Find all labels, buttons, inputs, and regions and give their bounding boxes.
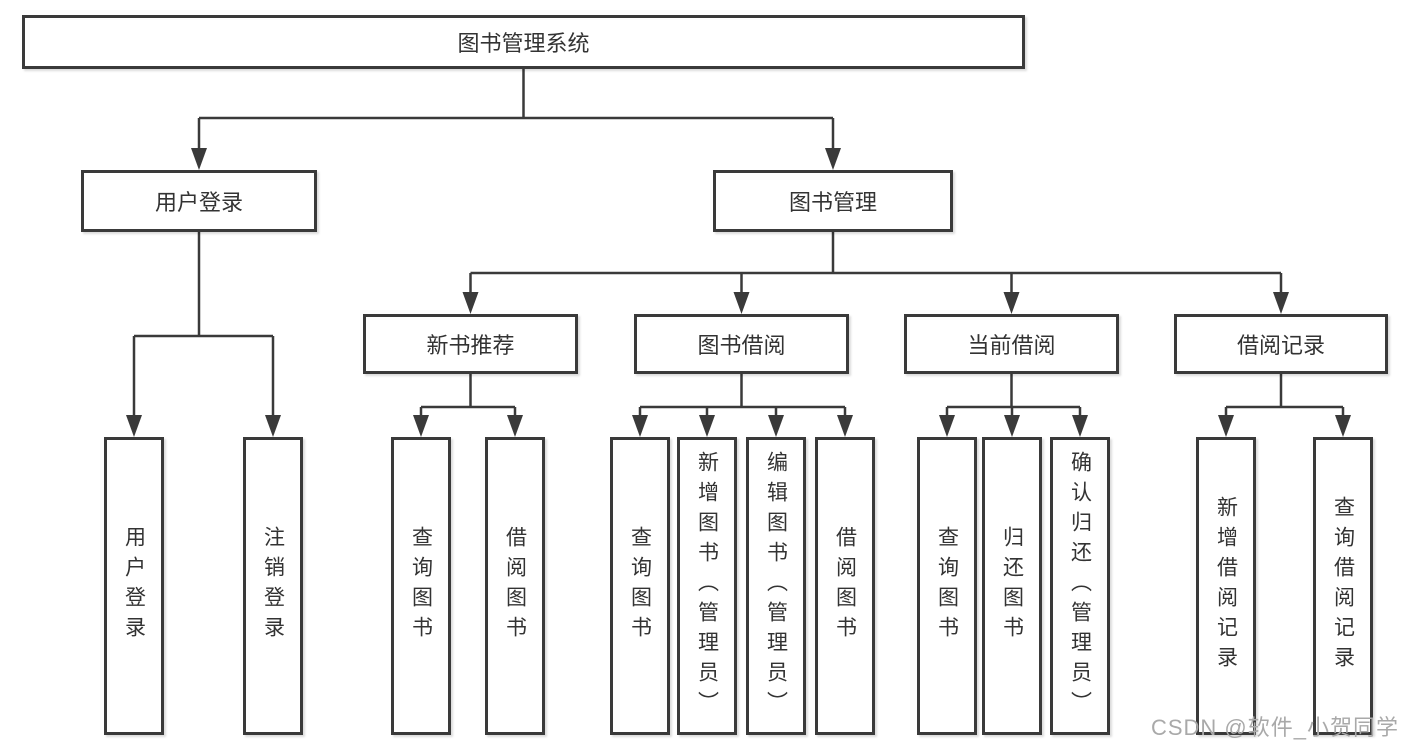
leaf-borrow-books: 借阅图书 [815, 437, 875, 735]
node-current-borrowing: 当前借阅 [904, 314, 1119, 374]
leaf-user-login: 用户登录 [104, 437, 164, 735]
leaf-add-borrow-record: 新增借阅记录 [1196, 437, 1256, 735]
leaf-borrow-books-recommend: 借阅图书 [485, 437, 545, 735]
node-borrowing-records: 借阅记录 [1174, 314, 1388, 374]
csdn-watermark: CSDN @软件_小贺同学 [1150, 715, 1399, 740]
node-new-book-recommendation: 新书推荐 [363, 314, 578, 374]
leaf-query-books-recommend: 查询图书 [391, 437, 451, 735]
leaf-query-books-current: 查询图书 [917, 437, 977, 735]
node-book-borrowing: 图书借阅 [634, 314, 849, 374]
arrowhead-icons [126, 148, 1351, 437]
node-book-management-branch: 图书管理 [713, 170, 953, 232]
leaf-logout: 注销登录 [243, 437, 303, 735]
leaf-edit-books-admin: 编辑图书（管理员） [746, 437, 806, 735]
leaf-return-books: 归还图书 [982, 437, 1042, 735]
leaf-add-books-admin: 新增图书（管理员） [677, 437, 737, 735]
node-user-login-branch: 用户登录 [81, 170, 317, 232]
node-library-management-system: 图书管理系统 [22, 15, 1025, 69]
leaf-query-borrow-record: 查询借阅记录 [1313, 437, 1373, 735]
leaf-confirm-return-admin: 确认归还（管理员） [1050, 437, 1110, 735]
leaf-query-books-borrow: 查询图书 [610, 437, 670, 735]
